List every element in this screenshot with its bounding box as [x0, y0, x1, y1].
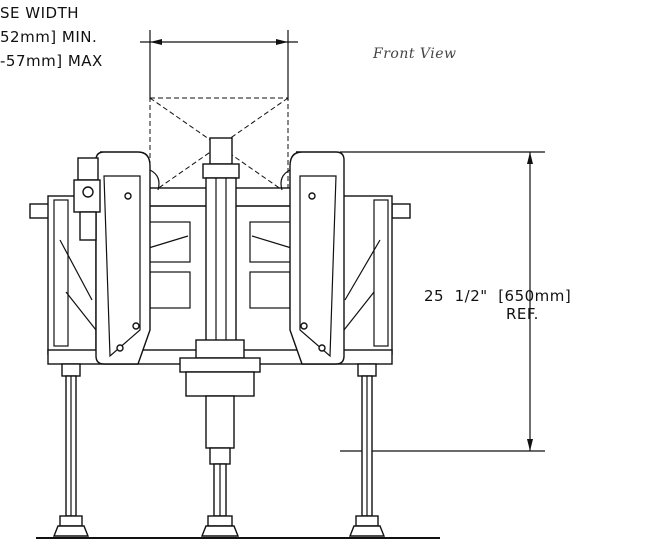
case-width-label-line2: 52mm] MIN.	[0, 28, 98, 46]
case-width-dimension	[140, 30, 298, 100]
support-legs	[52, 363, 386, 537]
view-title: Front View	[373, 46, 457, 62]
left-flap-arm	[73, 151, 160, 365]
case-width-label-line3: -57mm] MAX	[0, 52, 103, 70]
right-flap-arm	[280, 151, 345, 365]
height-dimension	[340, 151, 545, 452]
case-width-label-line1: SE WIDTH	[0, 4, 80, 22]
height-label-line1: 25 1/2" [650mm]	[424, 287, 572, 305]
central-cylinder-column	[179, 137, 261, 465]
height-label-line2: REF.	[506, 305, 539, 323]
